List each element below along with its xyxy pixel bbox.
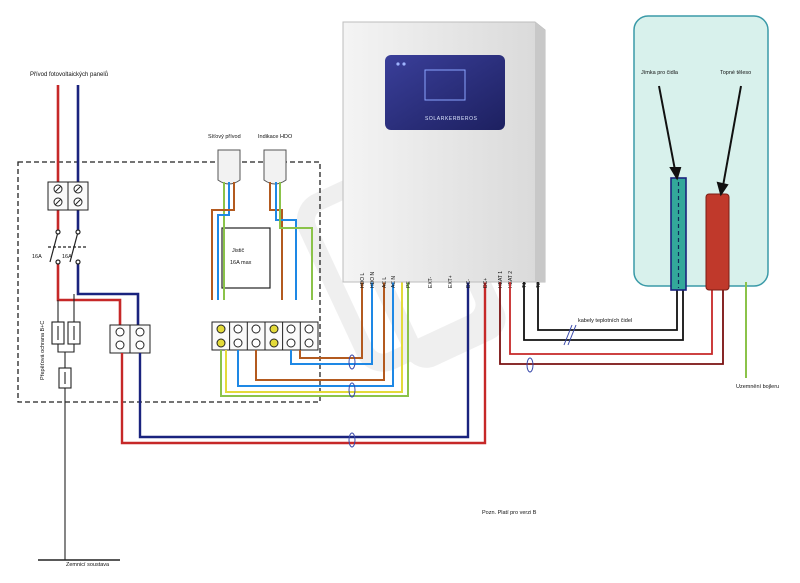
ac-terminal-block: [211, 321, 319, 351]
surge-protection: [51, 294, 81, 560]
sensor-sleeve: [670, 177, 687, 291]
terminal-label-ac-n: AC N: [391, 276, 397, 288]
breaker-label-2: 16A: [62, 254, 72, 260]
cable-sleeves: [217, 149, 287, 185]
pv-input-label: Přívod fotovoltaických panelů: [30, 71, 108, 78]
earthing-label: Zemnicí soustava: [66, 562, 110, 568]
terminal-label-ext-minus: EXT-: [428, 277, 434, 288]
pv-terminal-block: [47, 181, 89, 211]
relay-box-label: Jistič: [232, 248, 244, 254]
sensor-sleeve-label: Jímka pro čidla: [641, 70, 679, 76]
heating-element: [705, 193, 730, 291]
terminal-label-dc-plus: DC+: [483, 278, 489, 288]
terminal-label-pe: PE: [406, 281, 412, 288]
terminal-label-t1: T1: [522, 282, 528, 288]
heating-element-label: Topné těleso: [720, 70, 751, 76]
dc-wiring: [120, 282, 487, 445]
water-tank: [633, 15, 769, 287]
terminal-label-heat-2: HEAT 2: [508, 271, 514, 288]
tank-wiring: [499, 282, 724, 365]
terminal-label-dc-minus: DC-: [466, 279, 472, 288]
terminal-label-heat-1: HEAT 1: [498, 271, 504, 288]
ac-to-controller: [220, 282, 409, 397]
terminal-label-ext-plus: EXT+: [448, 275, 454, 288]
terminal-label-hdo-l: HDO L: [360, 273, 366, 289]
note-label: Pozn. Platí pro verzi B: [482, 510, 537, 516]
relay-rating-label: 16A max: [230, 260, 252, 266]
mains-input-label: Síťový přívod: [208, 134, 241, 140]
distribution-box-outline: [17, 161, 321, 403]
relay-box: [221, 227, 271, 289]
surge-protection-label: Přepěťová ochrana B+C: [40, 321, 46, 380]
terminal-label-hdo-n: HDO N: [370, 272, 376, 289]
dc-breakers: [48, 229, 88, 265]
dc-terminal-block: [109, 324, 151, 354]
ac-wiring: [211, 182, 313, 300]
breaker-label-1: 16A: [32, 254, 42, 260]
sensor-cables-label: kabely teplotních čidel: [578, 318, 632, 324]
terminal-label-t2: T2: [536, 282, 542, 288]
controller-terminals: HDO L HDO N AC L AC N PE EXT- EXT+ DC- D…: [360, 271, 542, 288]
controller-box: [342, 21, 546, 283]
terminal-label-ac-l: AC L: [382, 277, 388, 288]
pv-input-cables: [56, 85, 140, 325]
tank-arrows: [658, 85, 742, 197]
controller-screen-label: SOLARKERBEROS: [425, 116, 478, 122]
hdo-label: Indikace HDO: [258, 134, 293, 140]
tank-ground-label: Uzemnění bojleru: [736, 384, 779, 390]
